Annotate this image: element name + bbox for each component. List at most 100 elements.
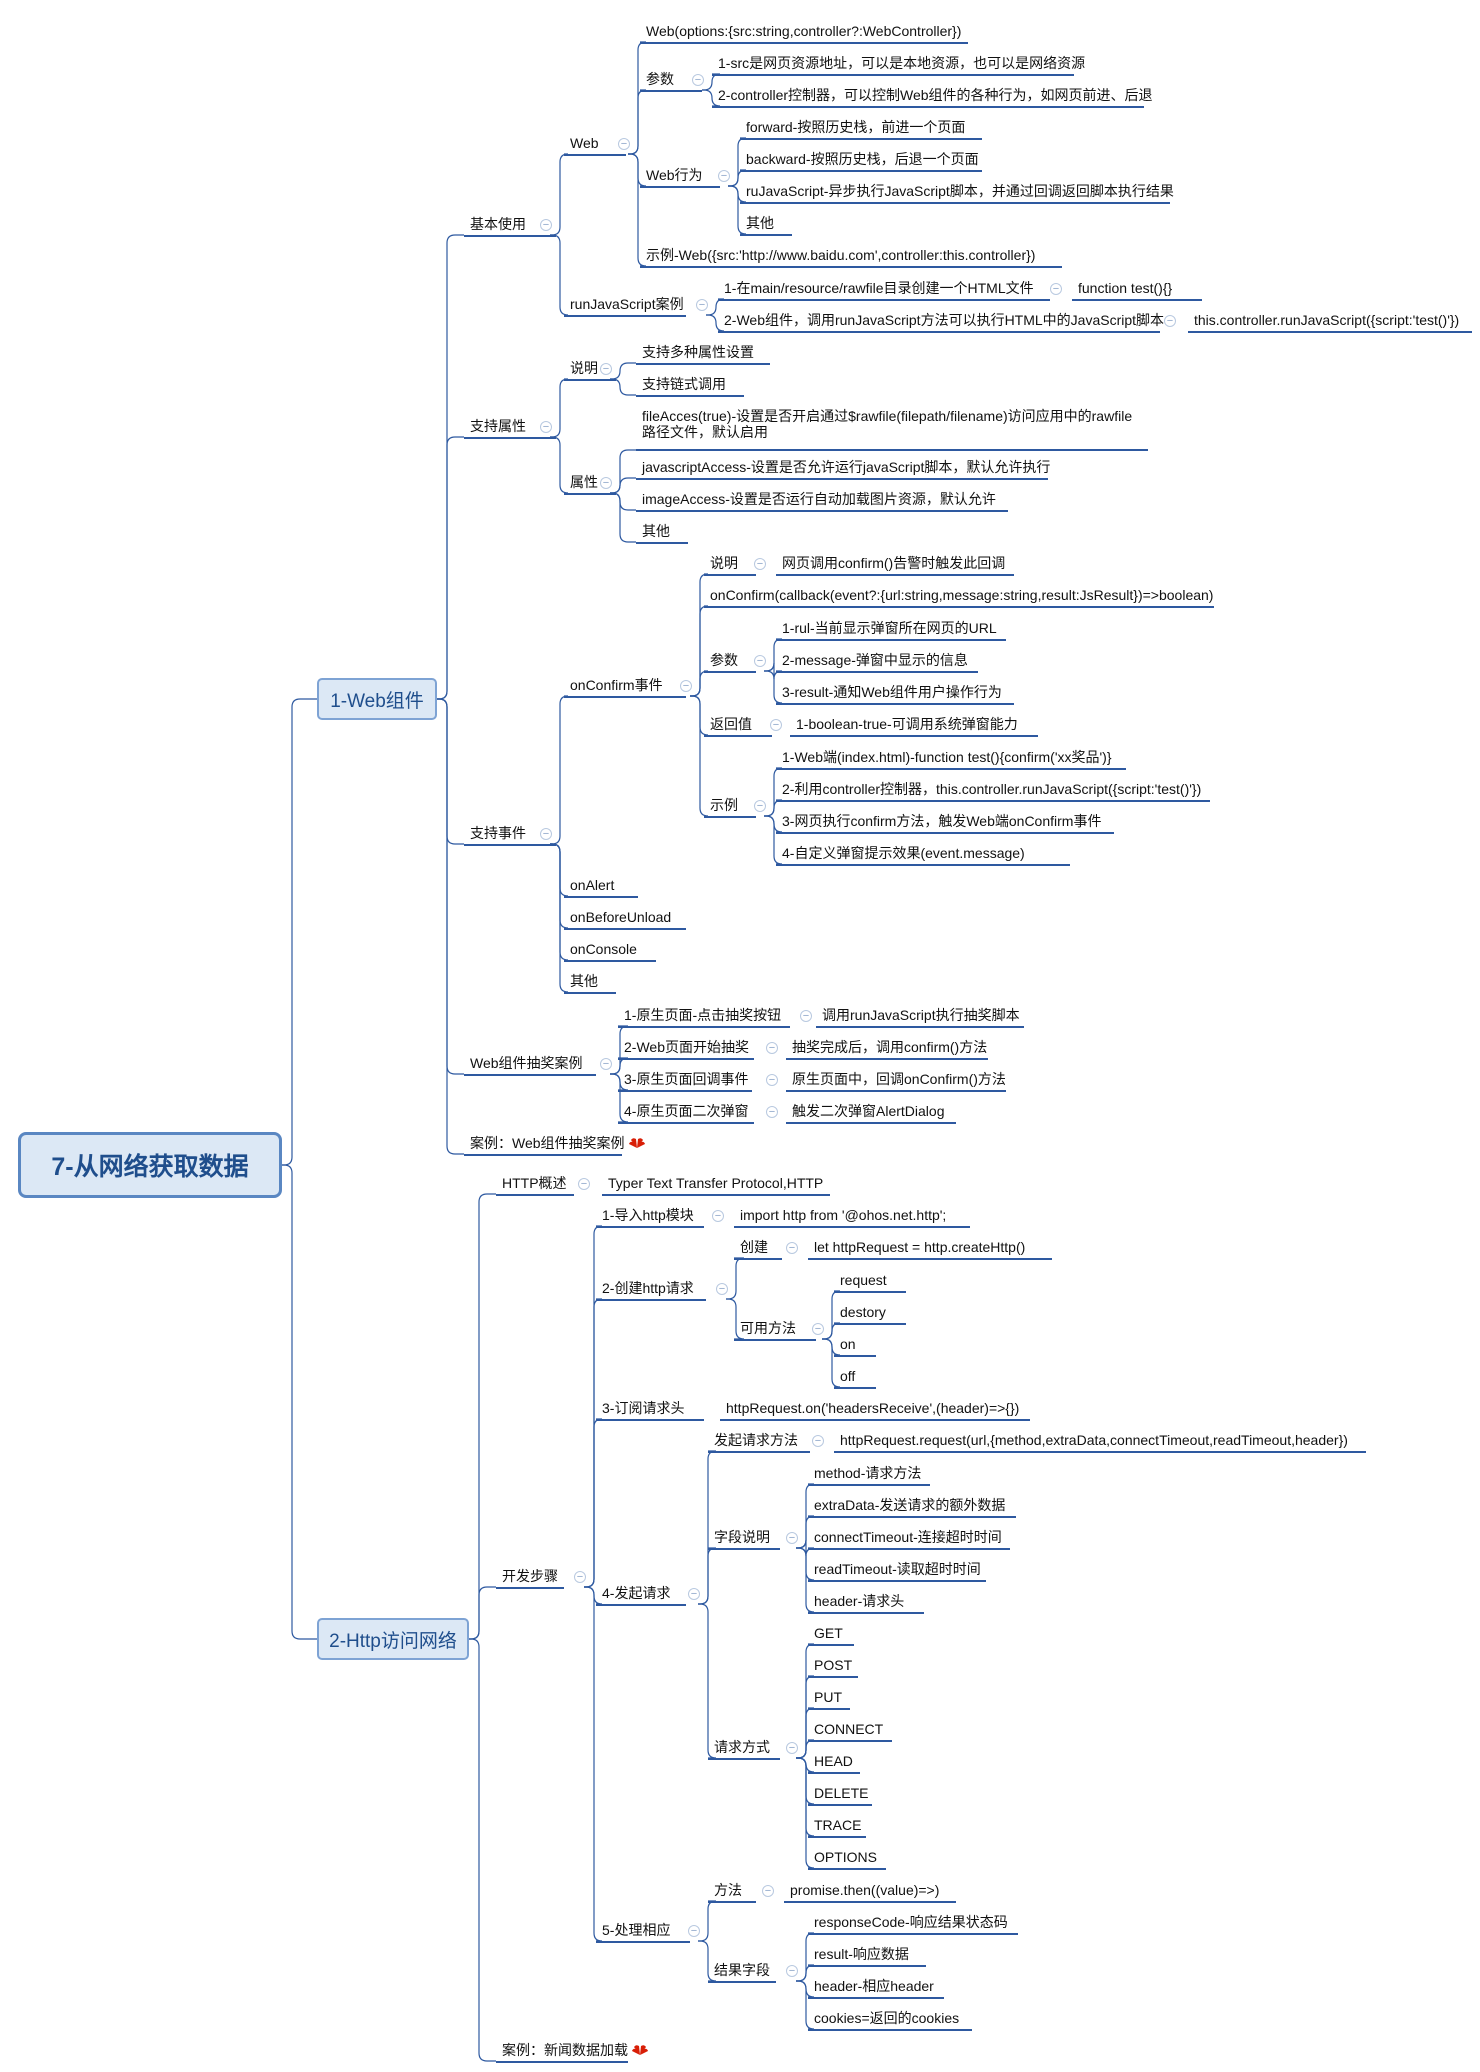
node-or1[interactable]: 1-boolean-true-可调用系统弹窗能力 [796,716,1018,732]
collapse-icon[interactable]: − [712,1210,724,1222]
node-b3[interactable]: ruJavaScript-异步执行JavaScript脚本，并通过回调返回脚本执… [746,183,1174,199]
node-example[interactable]: 示例-Web({src:'http://www.baidu.com',contr… [646,247,1036,263]
node-fields[interactable]: 字段说明 [714,1529,770,1545]
node-l2[interactable]: 2-Web页面开始抽奖 [624,1039,749,1055]
node-w5[interactable]: HEAD [814,1753,853,1769]
node-f2[interactable]: extraData-发送请求的额外数据 [814,1497,1006,1513]
node-s3a[interactable]: httpRequest.on('headersReceive',(header)… [726,1400,1020,1416]
collapse-icon[interactable]: − [578,1178,590,1190]
collapse-icon[interactable]: − [786,1242,798,1254]
node-web-sig[interactable]: Web(options:{src:string,controller?:WebC… [646,23,962,39]
collapse-icon[interactable]: − [574,1571,586,1583]
collapse-icon[interactable]: − [786,1742,798,1754]
node-b4[interactable]: 其他 [746,215,774,231]
node-m2[interactable]: destory [840,1304,886,1320]
collapse-icon[interactable]: − [766,1074,778,1086]
node-r4[interactable]: cookies=返回的cookies [814,2010,960,2026]
node-a4[interactable]: 其他 [642,523,670,539]
collapse-icon[interactable]: − [540,828,552,840]
node-w1[interactable]: GET [814,1625,843,1641]
node-attr[interactable]: 属性 [570,474,598,490]
node-http-overview[interactable]: HTTP概述 [502,1175,567,1191]
node-op1[interactable]: 1-rul-当前显示弹窗所在网页的URL [782,620,997,636]
node-web[interactable]: Web [570,135,599,151]
node-methods[interactable]: 可用方法 [740,1320,796,1336]
branch-http[interactable]: 2-Http访问网络 [317,1618,469,1660]
node-attrs[interactable]: 支持属性 [470,418,526,434]
node-f1[interactable]: method-请求方法 [814,1465,922,1481]
collapse-icon[interactable]: − [800,1010,812,1022]
node-m4[interactable]: off [840,1368,856,1384]
node-w7[interactable]: TRACE [814,1817,862,1833]
node-l4a[interactable]: 触发二次弹窗AlertDialog [792,1103,945,1119]
node-d1[interactable]: 支持多种属性设置 [642,344,754,360]
node-w3[interactable]: PUT [814,1689,842,1705]
node-oe2[interactable]: 2-利用controller控制器，this.controller.runJav… [782,781,1202,797]
collapse-icon[interactable]: − [600,1058,612,1070]
node-w6[interactable]: DELETE [814,1785,869,1801]
node-b1[interactable]: forward-按照历史栈，前进一个页面 [746,119,966,135]
node-param2[interactable]: 2-controller控制器，可以控制Web组件的各种行为，如网页前进、后退 [718,87,1153,103]
collapse-icon[interactable]: − [754,655,766,667]
node-oc-desc1[interactable]: 网页调用confirm()告警时触发此回调 [782,555,1006,571]
node-a1[interactable]: fileAcces(true)-设置是否开启通过$rawfile(filepat… [642,408,1133,440]
node-l3a[interactable]: 原生页面中，回调onConfirm()方法 [792,1071,1006,1087]
node-w2[interactable]: POST [814,1657,853,1673]
node-desc[interactable]: 说明 [570,360,598,376]
node-s5[interactable]: 5-处理相应 [602,1922,671,1938]
collapse-icon[interactable]: − [540,421,552,433]
collapse-icon[interactable]: − [786,1965,798,1977]
node-w8[interactable]: OPTIONS [814,1849,878,1865]
node-r2[interactable]: result-响应数据 [814,1946,909,1962]
node-s1[interactable]: 1-导入http模块 [602,1207,694,1223]
collapse-icon[interactable]: − [696,299,708,311]
node-req-method[interactable]: 发起请求方法 [714,1432,798,1448]
collapse-icon[interactable]: − [600,477,612,489]
root-topic[interactable]: 7-从网络获取数据 [18,1132,282,1198]
node-l1[interactable]: 1-原生页面-点击抽奖按钮 [624,1007,782,1023]
collapse-icon[interactable]: − [688,1925,700,1937]
node-basic[interactable]: 基本使用 [470,216,526,232]
node-s2[interactable]: 2-创建http请求 [602,1280,694,1296]
node-method[interactable]: 方法 [714,1882,742,1898]
node-r1[interactable]: responseCode-响应结果状态码 [814,1914,1008,1930]
collapse-icon[interactable]: − [618,138,630,150]
node-s1a[interactable]: import http from '@ohos.net.http'; [740,1207,947,1223]
node-oe4[interactable]: 4-自定义弹窗提示效果(event.message) [782,845,1025,861]
collapse-icon[interactable]: − [680,680,692,692]
node-w4[interactable]: CONNECT [814,1721,884,1737]
collapse-icon[interactable]: − [766,1042,778,1054]
node-op2[interactable]: 2-message-弹窗中显示的信息 [782,652,968,668]
node-r3[interactable]: header-相应header [814,1978,934,1994]
node-runjs[interactable]: runJavaScript案例 [570,296,684,312]
node-steps[interactable]: 开发步骤 [502,1568,558,1584]
node-rj2[interactable]: 2-Web组件，调用runJavaScript方法可以执行HTML中的JavaS… [724,312,1165,328]
node-rj2a[interactable]: this.controller.runJavaScript({script:'t… [1194,312,1460,328]
node-f4[interactable]: readTimeout-读取超时时间 [814,1561,981,1577]
node-a3[interactable]: imageAccess-设置是否运行自动加载图片资源，默认允许 [642,491,996,507]
node-oe1[interactable]: 1-Web端(index.html)-function test(){confi… [782,749,1112,765]
collapse-icon[interactable]: − [600,363,612,375]
collapse-icon[interactable]: − [688,1588,700,1600]
node-op3[interactable]: 3-result-通知Web组件用户操作行为 [782,684,1002,700]
node-oc-params[interactable]: 参数 [710,652,738,668]
node-oc-ex[interactable]: 示例 [710,797,738,813]
node-b2[interactable]: backward-按照历史栈，后退一个页面 [746,151,979,167]
node-m3[interactable]: on [840,1336,856,1352]
node-rj1[interactable]: 1-在main/resource/rawfile目录创建一个HTML文件 [724,280,1034,296]
node-l1a[interactable]: 调用runJavaScript执行抽奖脚本 [822,1007,1020,1023]
collapse-icon[interactable]: − [718,170,730,182]
node-result[interactable]: 结果字段 [714,1962,770,1978]
node-create1[interactable]: let httpRequest = http.createHttp() [814,1239,1026,1255]
collapse-icon[interactable]: − [770,719,782,731]
collapse-icon[interactable]: − [812,1323,824,1335]
node-a2[interactable]: javascriptAccess-设置是否允许运行javaScript脚本，默认… [642,459,1051,475]
node-method1[interactable]: promise.then((value)=>) [790,1882,940,1898]
node-oc-sig[interactable]: onConfirm(callback(event?:{url:string,me… [710,587,1214,603]
branch-web[interactable]: 1-Web组件 [317,678,437,720]
node-l2a[interactable]: 抽奖完成后，调用confirm()方法 [792,1039,988,1055]
collapse-icon[interactable]: − [766,1106,778,1118]
node-oc-desc[interactable]: 说明 [710,555,738,571]
collapse-icon[interactable]: − [716,1283,728,1295]
node-s3[interactable]: 3-订阅请求头 [602,1400,685,1416]
